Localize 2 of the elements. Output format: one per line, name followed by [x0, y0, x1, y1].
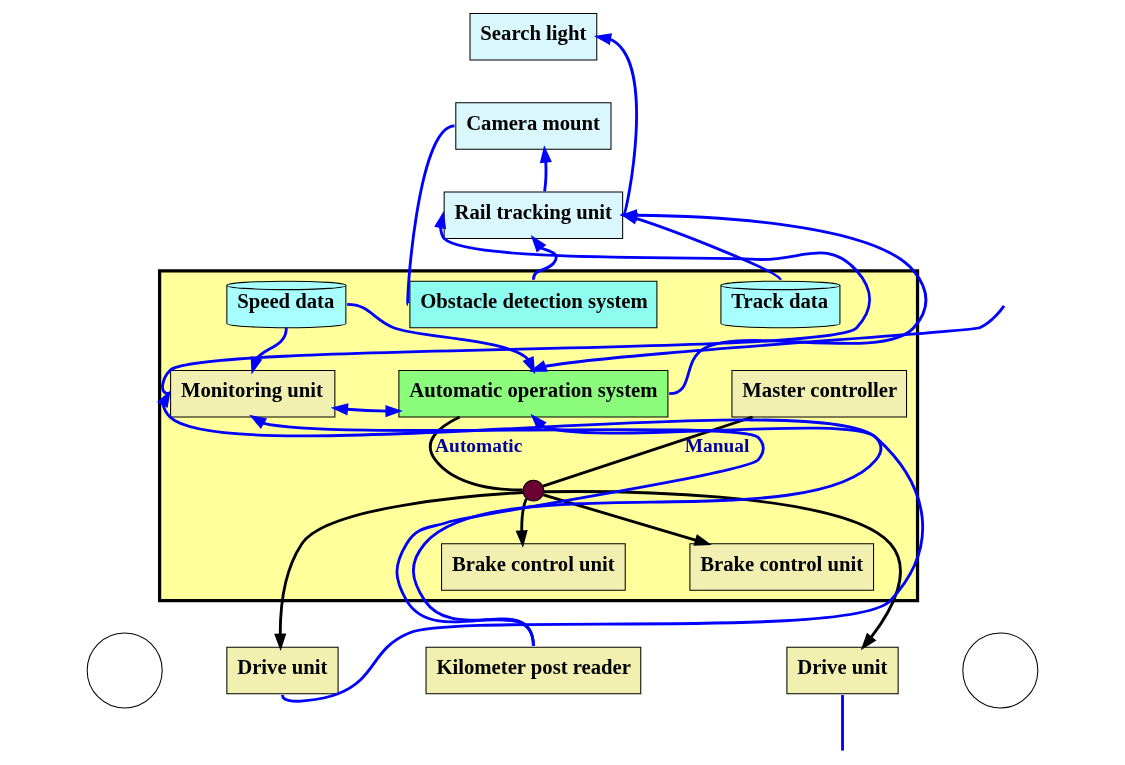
- edge-label: Manual: [684, 434, 750, 456]
- edge-label: Automatic: [435, 434, 523, 456]
